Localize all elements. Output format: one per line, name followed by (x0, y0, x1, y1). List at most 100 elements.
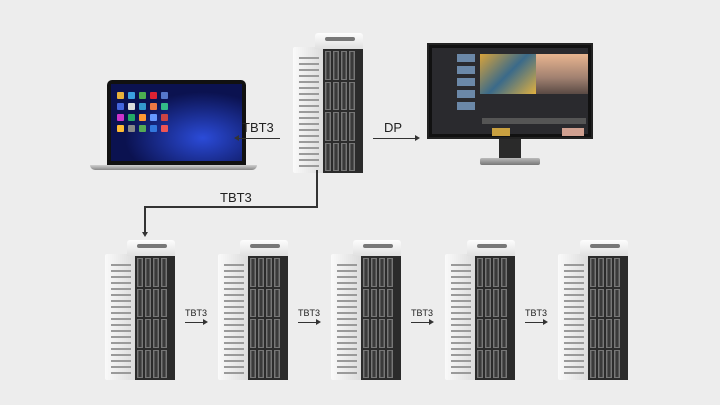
drive-bay (349, 51, 355, 80)
drive-bay (153, 258, 159, 287)
drive-bay (153, 288, 159, 317)
arrow-right-icon (203, 319, 208, 325)
app-icon (161, 103, 168, 110)
drive-bay (341, 112, 347, 141)
app-icon (139, 125, 146, 132)
drive-bay (606, 258, 612, 287)
tower-top-handle (580, 240, 628, 256)
tower-side-vents (293, 47, 323, 173)
drive-bay (590, 319, 596, 348)
app-icon (150, 103, 157, 110)
drive-bay (137, 258, 143, 287)
drive-bay (387, 288, 393, 317)
drive-bay (274, 349, 280, 378)
drive-bay (325, 112, 331, 141)
drive-bay (333, 142, 339, 171)
drive-bay (349, 81, 355, 110)
drive-bay (274, 319, 280, 348)
drive-bay (325, 51, 331, 80)
drive-bay (501, 288, 507, 317)
arrow-right-icon (543, 319, 548, 325)
laptop-connection-label: TBT3 (242, 120, 274, 135)
drive-bay (363, 288, 369, 317)
drive-bay (477, 288, 483, 317)
drive-bay (161, 319, 167, 348)
drive-bay (325, 81, 331, 110)
tower-side-vents (331, 254, 361, 380)
expansion-nas-tower (105, 240, 175, 380)
drive-bay (341, 81, 347, 110)
chain-link-line (185, 322, 203, 323)
app-icon (150, 114, 157, 121)
drive-bays (248, 256, 288, 380)
tower-side-vents (105, 254, 135, 380)
chain-link-label: TBT3 (411, 308, 434, 318)
app-icon (161, 125, 168, 132)
tower-side-vents (445, 254, 475, 380)
tower-top-handle (127, 240, 175, 256)
app-icon (128, 114, 135, 121)
drive-bay (137, 319, 143, 348)
drive-bay (333, 51, 339, 80)
app-icon (117, 103, 124, 110)
drive-bay (598, 319, 604, 348)
drive-bay (387, 258, 393, 287)
app-icon (150, 92, 157, 99)
drive-bay (493, 258, 499, 287)
drive-bay (598, 349, 604, 378)
chain-connection-label: TBT3 (220, 190, 252, 205)
drive-bays (475, 256, 515, 380)
drive-bay (379, 258, 385, 287)
arrow-down-icon (142, 232, 148, 237)
drive-bay (137, 349, 143, 378)
app-icon (117, 114, 124, 121)
drive-bay (379, 288, 385, 317)
drive-bay (333, 81, 339, 110)
drive-bay (598, 288, 604, 317)
drive-bay (341, 51, 347, 80)
arrow-right-icon (415, 135, 420, 141)
drive-bay (250, 258, 256, 287)
app-icon (150, 125, 157, 132)
drive-bay (274, 258, 280, 287)
drive-bay (606, 319, 612, 348)
drive-bay (325, 142, 331, 171)
chain-connector-horizontal (144, 206, 318, 208)
drive-bay (477, 319, 483, 348)
monitor-connection-line (373, 138, 415, 139)
drive-bay (371, 288, 377, 317)
drive-bay (590, 258, 596, 287)
drive-bay (477, 349, 483, 378)
expansion-nas-tower (445, 240, 515, 380)
arrow-left-icon (234, 135, 239, 141)
drive-bay (485, 319, 491, 348)
drive-bay (145, 258, 151, 287)
drive-bay (363, 349, 369, 378)
drive-bay (614, 349, 620, 378)
app-icon (128, 92, 135, 99)
app-icon (161, 114, 168, 121)
app-icon (161, 92, 168, 99)
drive-bay (485, 258, 491, 287)
drive-bay (501, 349, 507, 378)
drive-bay (387, 319, 393, 348)
app-icon (128, 103, 135, 110)
drive-bay (493, 288, 499, 317)
laptop (90, 80, 257, 170)
tower-top-handle (353, 240, 401, 256)
drive-bay (145, 288, 151, 317)
tower-side-vents (218, 254, 248, 380)
expansion-nas-tower (218, 240, 288, 380)
chain-link-line (411, 322, 429, 323)
drive-bay (250, 288, 256, 317)
drive-bay (333, 112, 339, 141)
chain-link-label: TBT3 (298, 308, 321, 318)
drive-bay (161, 349, 167, 378)
drive-bays (135, 256, 175, 380)
drive-bay (614, 319, 620, 348)
drive-bay (145, 319, 151, 348)
laptop-connection-line (238, 138, 280, 139)
chain-link-line (525, 322, 543, 323)
drive-bay (379, 349, 385, 378)
drive-bay (598, 258, 604, 287)
